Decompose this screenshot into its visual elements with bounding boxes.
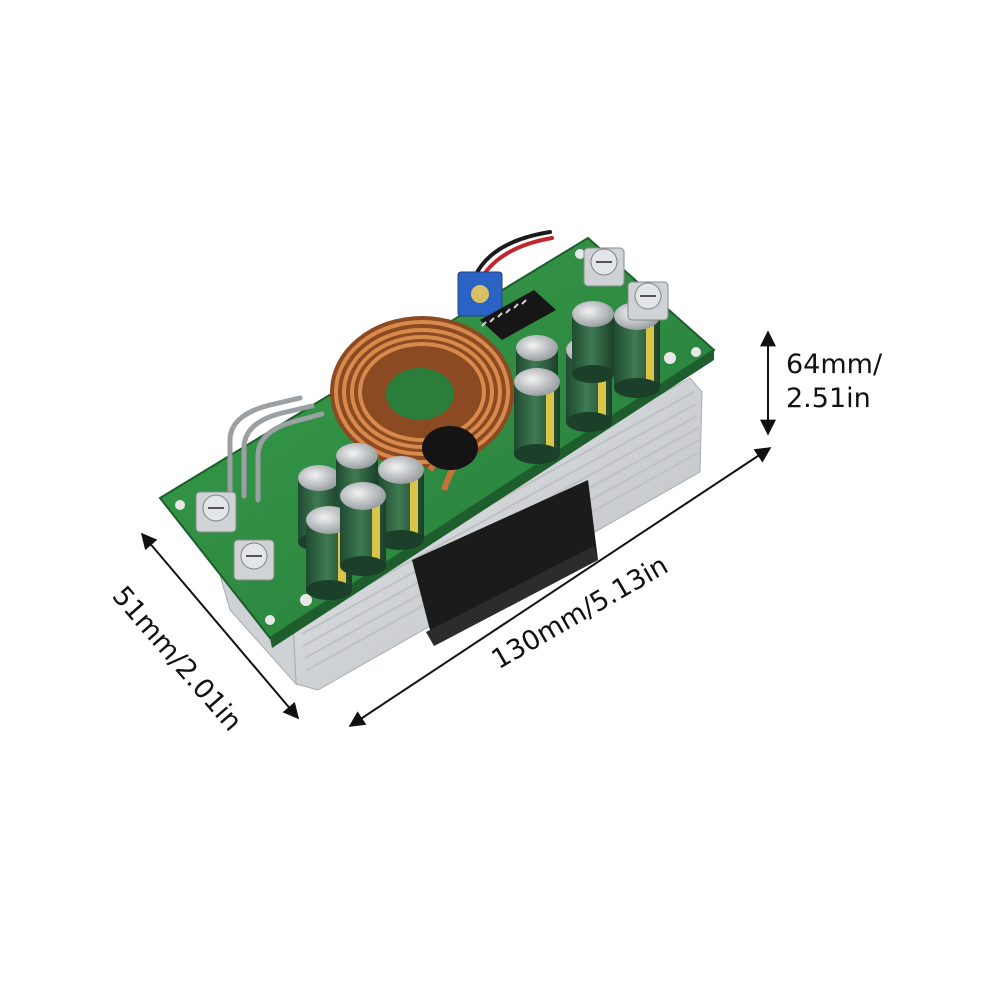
potentiometer	[457, 271, 503, 317]
height-dimension-mm: 64mm/	[786, 349, 883, 380]
height-dimension-in: 2.51in	[786, 383, 871, 414]
shunt-resistor-loops	[227, 395, 325, 503]
height-dimension-label: 64mm/ 2.51in	[786, 348, 882, 416]
control-ic	[480, 290, 556, 340]
dimension-arrow-length	[348, 447, 772, 727]
dimension-arrow-width	[140, 532, 300, 720]
screw-terminals-output	[583, 247, 669, 321]
